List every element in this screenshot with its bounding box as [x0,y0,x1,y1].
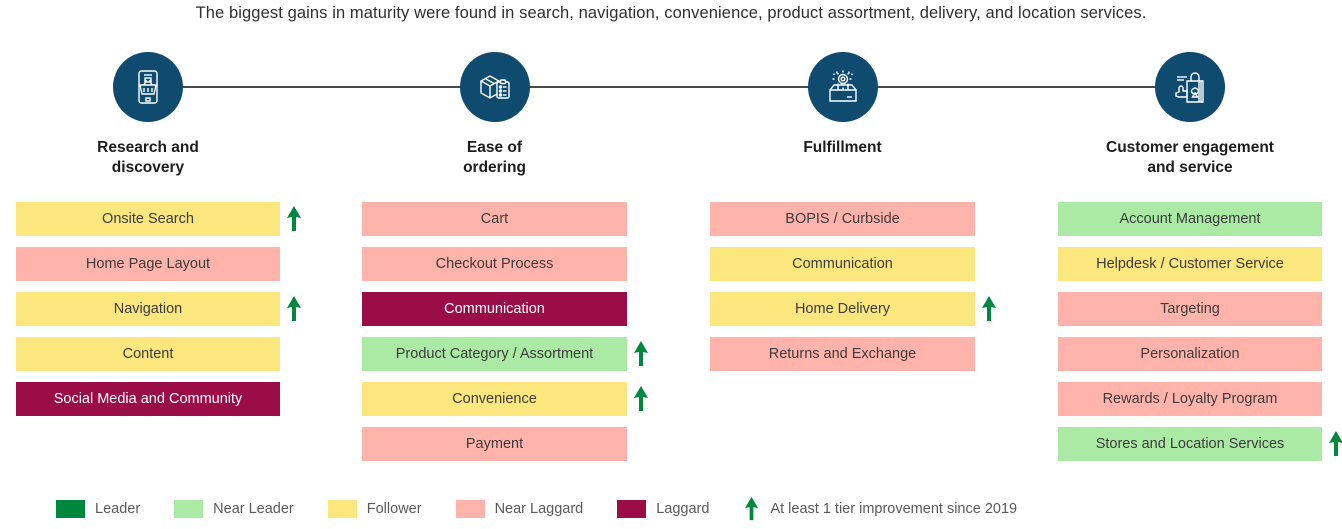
capability-bar[interactable]: Product Category / Assortment [362,337,627,371]
capability-bar[interactable]: Cart [362,202,627,236]
capability-bar[interactable]: Returns and Exchange [710,337,975,371]
column-title-line: Research and [97,139,199,156]
tier-improvement-arrow-icon [632,340,650,368]
column-title-line: Customer engagement [1106,139,1274,156]
capability-row: Account Management [1058,202,1322,236]
capability-bar[interactable]: BOPIS / Curbside [710,202,975,236]
capability-bar[interactable]: Home Page Layout [16,247,280,281]
legend-label: Follower [366,501,422,517]
capability-bar[interactable]: Targeting [1058,292,1322,326]
tier-improvement-arrow-icon [1327,430,1342,458]
capability-bar[interactable]: Personalization [1058,337,1322,371]
legend: Leader Near Leader Follower Near Laggard Lag… [56,496,1051,522]
capability-bar[interactable]: Social Media and Community [16,382,280,416]
capability-bar[interactable]: Helpdesk / Customer Service [1058,247,1322,281]
legend-label: Laggard [656,501,710,517]
shopping-bag-heart-icon [1155,52,1225,122]
box-clipboard-icon [459,52,530,122]
tier-improvement-arrow-icon [743,496,760,522]
legend-swatch [56,500,85,518]
column-title-1: Research and discovery [16,138,280,178]
capability-row: Social Media and Community [16,382,280,416]
legend-item: Leader [56,500,140,518]
column-icon-holder [710,52,975,122]
timeline-connector-rail [146,86,1191,88]
capability-row: Helpdesk / Customer Service [1058,247,1322,281]
capability-bar[interactable]: Convenience [362,382,627,416]
column-icon-holder [1058,52,1322,122]
capability-row: Rewards / Loyalty Program [1058,382,1322,416]
legend-item: Near Leader [174,500,294,518]
legend-item: Near Laggard [455,500,584,518]
legend-item: Laggard [617,500,709,518]
capability-bar[interactable]: Payment [362,427,627,461]
legend-swatch [455,500,485,518]
legend-swatch [174,500,204,518]
capability-row: Content [16,337,280,371]
open-box-gear-icon [807,52,878,122]
column-title-2: Ease of ordering [362,138,627,178]
capability-row: Product Category / Assortment [362,337,648,371]
column-title-line: and service [1147,158,1233,176]
capability-bar[interactable]: Onsite Search [16,202,280,236]
legend-swatch [617,500,647,518]
capability-row: Checkout Process [362,247,627,281]
capability-row: Payment [362,427,627,461]
capability-row: BOPIS / Curbside [710,202,975,236]
capability-row: Convenience [362,382,648,416]
capability-row: Communication [710,247,975,281]
capability-bar[interactable]: Home Delivery [710,292,975,326]
column-title-line: discovery [111,158,185,176]
capability-bar[interactable]: Navigation [16,292,280,326]
column-title-line: Ease of [466,139,523,156]
capability-row: Navigation [16,292,301,326]
capability-row: Communication [362,292,627,326]
column-title-3: Fulfillment [710,138,975,158]
legend-item-improvement: At least 1 tier improvement since 2019 [743,496,1017,522]
column-icon-holder [362,52,627,122]
capability-bar[interactable]: Checkout Process [362,247,627,281]
capability-bar[interactable]: Communication [362,292,627,326]
capability-row: Onsite Search [16,202,301,236]
tier-improvement-arrow-icon [285,205,303,233]
mobile-shopping-basket-icon [113,52,183,122]
tier-improvement-arrow-icon [632,385,650,413]
capability-row: Cart [362,202,627,236]
capability-row: Returns and Exchange [710,337,975,371]
capability-bar[interactable]: Rewards / Loyalty Program [1058,382,1322,416]
legend-label: Leader [95,501,141,517]
legend-item: Follower [327,500,422,518]
capability-row: Targeting [1058,292,1322,326]
column-icon-holder [16,52,280,122]
capability-bar[interactable]: Content [16,337,280,371]
capability-row: Personalization [1058,337,1322,371]
tier-improvement-arrow-icon [285,295,303,323]
column-title-line: Fulfillment [803,139,882,156]
legend-label: Near Leader [213,501,294,517]
legend-label: At least 1 tier improvement since 2019 [770,501,1018,517]
column-title-4: Customer engagement and service [1058,138,1322,178]
legend-swatch [327,500,357,518]
capability-bar[interactable]: Account Management [1058,202,1322,236]
capability-row: Home Delivery [710,292,996,326]
capability-row: Stores and Location Services [1058,427,1342,461]
capability-row: Home Page Layout [16,247,280,281]
tier-improvement-arrow-icon [980,295,998,323]
capability-bar[interactable]: Communication [710,247,975,281]
capability-bar[interactable]: Stores and Location Services [1058,427,1322,461]
column-title-line: ordering [463,158,526,176]
page-headline: The biggest gains in maturity were found… [195,4,1147,22]
legend-label: Near Laggard [494,501,584,517]
